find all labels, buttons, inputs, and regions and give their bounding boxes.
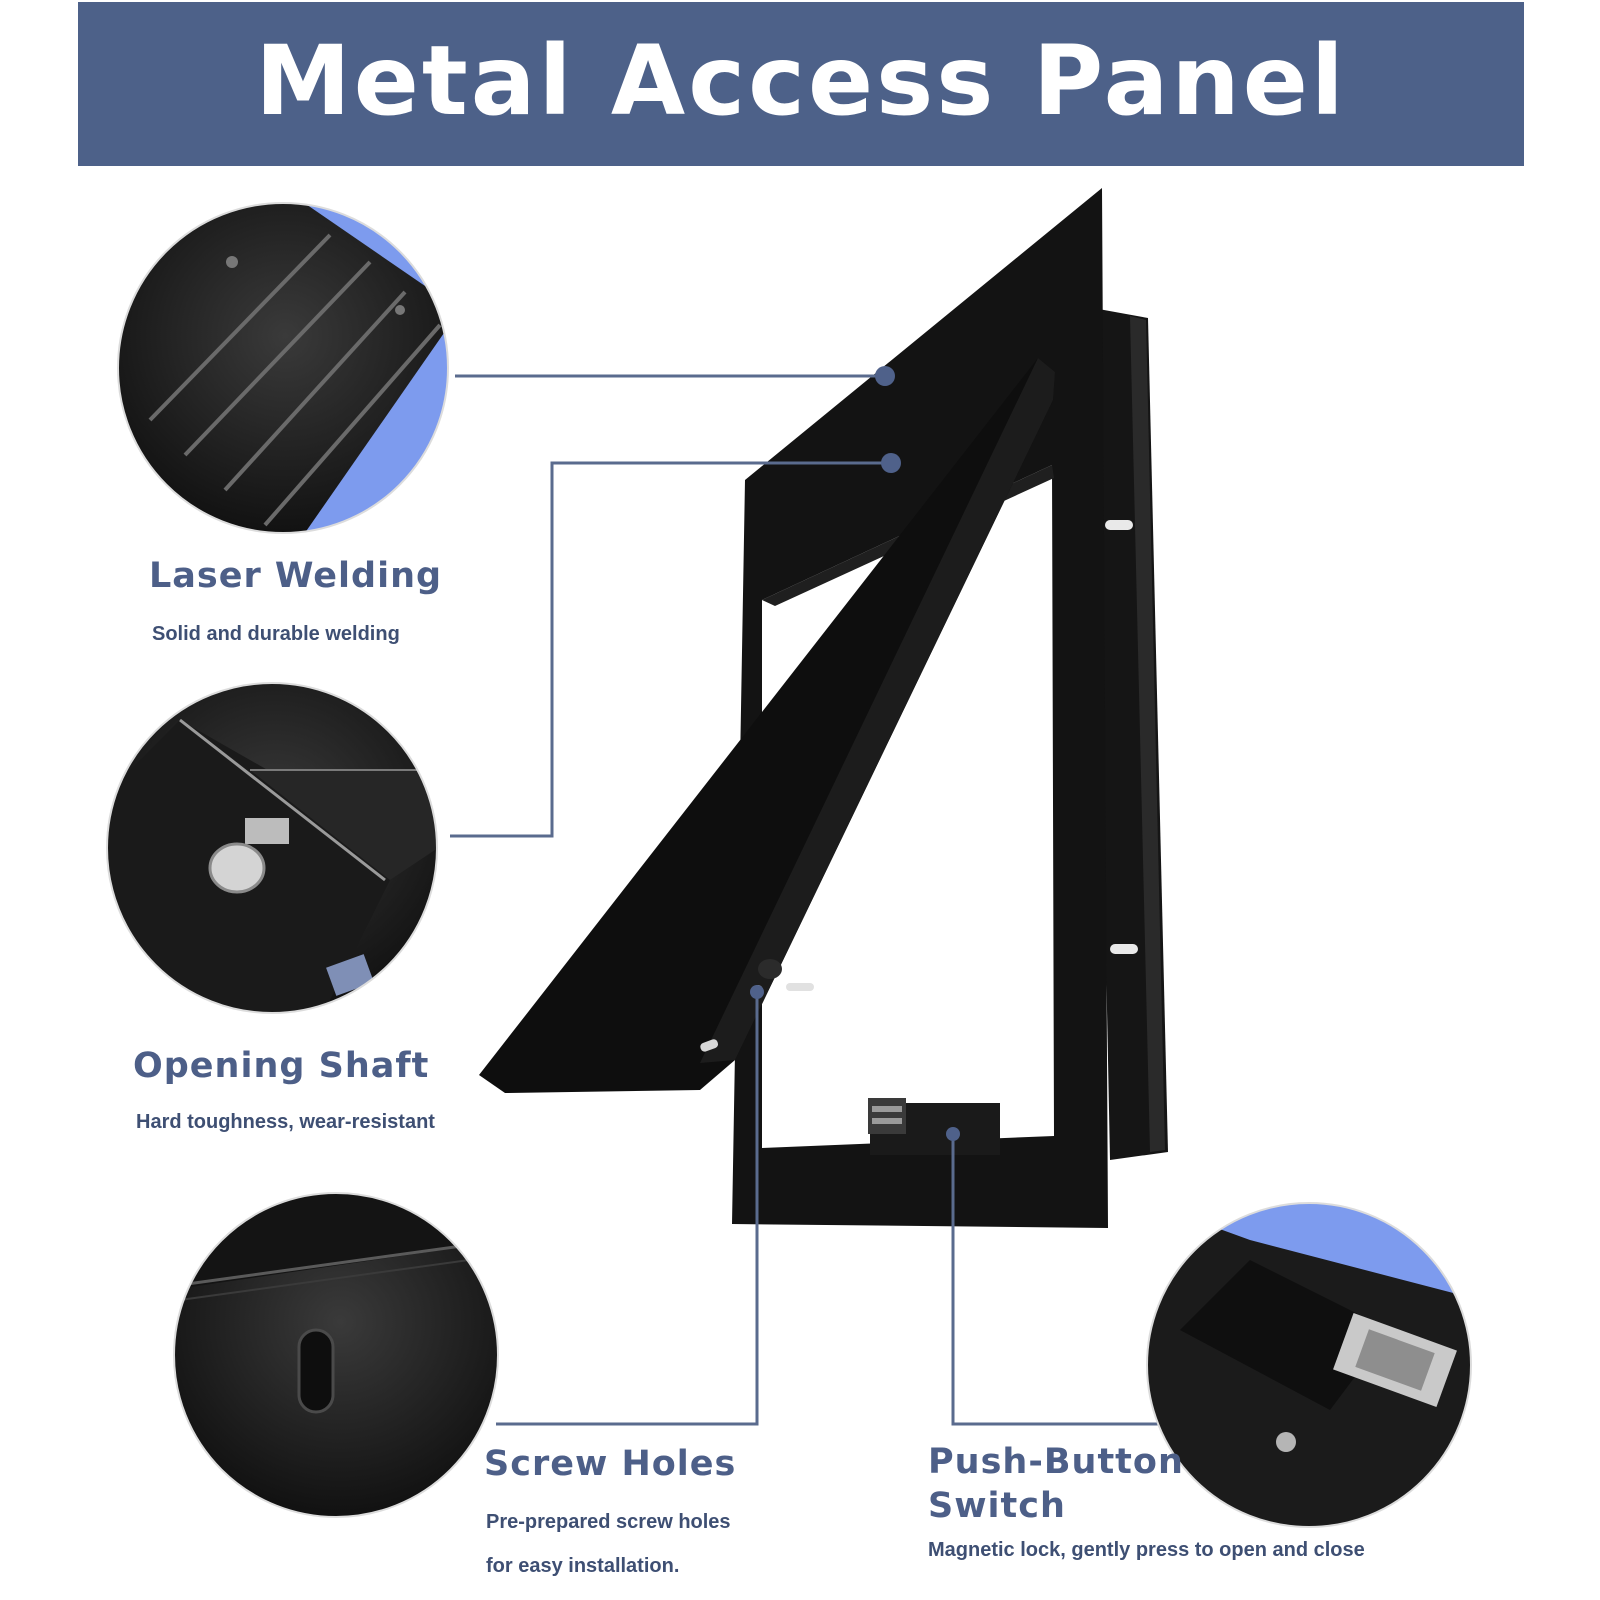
flange-slot-bottom: [1110, 944, 1138, 954]
callout-dots: [750, 366, 960, 1141]
laser-welding-title: Laser Welding: [149, 556, 443, 596]
callout-lines: [450, 374, 1178, 1426]
flange-slot-top: [1105, 520, 1133, 530]
title-banner: Metal Access Panel: [78, 2, 1524, 166]
callout-dot-opening-shaft: [881, 453, 901, 473]
page-title: Metal Access Panel: [255, 25, 1347, 137]
detail-laser-welding-image: [118, 203, 448, 533]
callout-dot-screw-holes: [750, 985, 764, 999]
laser-welding-desc: Solid and durable welding: [152, 623, 400, 645]
opening-shaft-title: Opening Shaft: [133, 1046, 430, 1086]
callout-line-push-button: [951, 1134, 1178, 1426]
push-button-desc: Magnetic lock, gently press to open and …: [928, 1539, 1365, 1561]
screw-holes-desc-line2: for easy installation.: [486, 1555, 680, 1577]
callout-line-opening-shaft: [450, 461, 891, 838]
screw-holes-title: Screw Holes: [484, 1444, 737, 1484]
screw-holes-desc-line1: Pre-prepared screw holes: [486, 1511, 731, 1533]
access-panel-image: [479, 188, 1168, 1228]
push-button-title-line1: Push-Button: [928, 1442, 1184, 1482]
detail-push-button-image: [1147, 1203, 1471, 1527]
push-button-title-line2: Switch: [928, 1486, 1066, 1526]
callout-dot-push-button: [946, 1127, 960, 1141]
opening-shaft-desc: Hard toughness, wear-resistant: [136, 1111, 435, 1133]
callout-dot-laser-welding: [875, 366, 895, 386]
detail-opening-shaft-image: [107, 683, 437, 1013]
callout-line-screw-holes: [496, 992, 759, 1426]
